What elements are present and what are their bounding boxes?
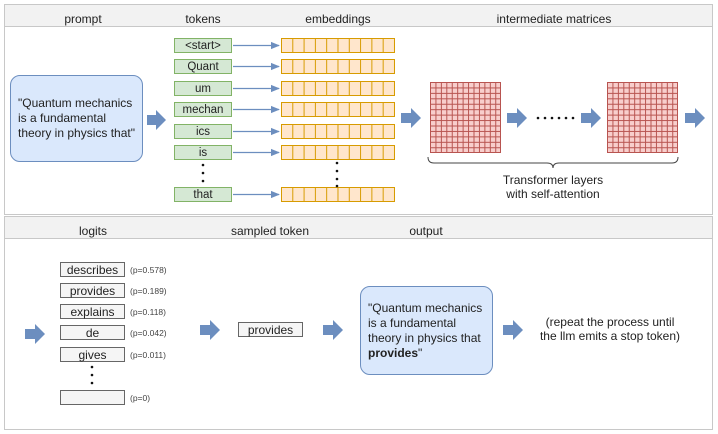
vertical-ellipsis-icon <box>90 161 339 385</box>
embedding-vector <box>281 124 395 139</box>
token-box: Quant <box>174 59 232 74</box>
transformer-caption: Transformer layers with self-attention <box>477 173 629 201</box>
output-bubble: "Quantum mechanics is a fundamental theo… <box>360 286 493 375</box>
embedding-vector <box>281 38 395 53</box>
token-box: <start> <box>174 38 232 53</box>
prompt-text: "Quantum mechanics is a fundamental theo… <box>18 96 135 140</box>
embedding-vector <box>281 145 395 160</box>
logit-probability: (p=0.189) <box>130 286 167 296</box>
arrow-right-icon <box>503 320 523 340</box>
arrow-right-icon <box>401 108 421 128</box>
logit-token: gives <box>60 347 125 362</box>
arrow-right-icon <box>200 320 220 340</box>
token-box: that <box>174 187 232 202</box>
header-output: output <box>409 224 443 238</box>
header-logits: logits <box>78 224 108 238</box>
repeat-caption: (repeat the process until the llm emits … <box>525 315 695 343</box>
logit-token: describes <box>60 262 125 277</box>
output-text-prefix: "Quantum mechanics is a fundamental theo… <box>368 300 483 345</box>
arrow-right-icon <box>147 110 166 130</box>
output-text-suffix: " <box>418 345 423 360</box>
logit-token: explains <box>60 304 125 319</box>
arrow-right-icon <box>507 108 527 128</box>
token-box: ics <box>174 124 232 139</box>
arrow-right-icon <box>581 108 601 128</box>
repeat-caption-line1: (repeat the process until <box>545 315 675 329</box>
logit-probability: (p=0.118) <box>130 307 166 317</box>
header-intermediate-matrices: intermediate matrices <box>496 12 612 26</box>
intermediate-matrix-first <box>430 82 501 153</box>
logit-token <box>60 390 125 405</box>
logit-probability: (p=0) <box>130 393 151 403</box>
header-embeddings: embeddings <box>305 12 371 26</box>
token-box: um <box>174 81 232 96</box>
arrow-right-icon <box>25 324 45 344</box>
embedding-vector <box>281 102 395 117</box>
top-header-bar: prompt tokens embeddings intermediate ma… <box>5 5 712 27</box>
token-box: mechan <box>174 102 232 117</box>
block-arrows <box>25 108 705 344</box>
header-prompt: prompt <box>64 12 102 26</box>
logit-token: de <box>60 325 125 340</box>
bottom-panel: logits sampled token output <box>4 216 713 430</box>
intermediate-matrix-last <box>607 82 678 153</box>
transformer-brace <box>427 156 679 169</box>
bottom-header-bar: logits sampled token output <box>5 217 712 239</box>
top-panel: prompt tokens embeddings intermediate ma… <box>4 4 713 215</box>
output-text: "Quantum mechanics is a fundamental theo… <box>368 301 492 361</box>
token-box: is <box>174 145 232 160</box>
token-embedding-arrows <box>233 41 280 199</box>
transformer-caption-line1: Transformer layers <box>502 173 604 187</box>
logit-probability: (p=0.042) <box>130 328 167 338</box>
logit-probability: (p=0.011) <box>130 350 166 360</box>
prompt-bubble: "Quantum mechanics is a fundamental theo… <box>10 75 143 162</box>
embedding-vector <box>281 59 395 74</box>
embedding-vector <box>281 187 395 202</box>
header-tokens: tokens <box>185 12 221 26</box>
horizontal-ellipsis-icon <box>536 116 575 120</box>
arrow-right-icon <box>685 108 705 128</box>
sampled-token: provides <box>238 322 303 337</box>
logit-probability: (p=0.578) <box>130 265 167 275</box>
transformer-caption-line2: with self-attention <box>506 187 600 201</box>
repeat-caption-line2: the llm emits a stop token) <box>539 329 681 343</box>
output-new-token: provides <box>368 345 419 360</box>
logit-token: provides <box>60 283 125 298</box>
arrow-right-icon <box>323 320 343 340</box>
embedding-vector <box>281 81 395 96</box>
header-sampled-token: sampled token <box>230 224 310 238</box>
